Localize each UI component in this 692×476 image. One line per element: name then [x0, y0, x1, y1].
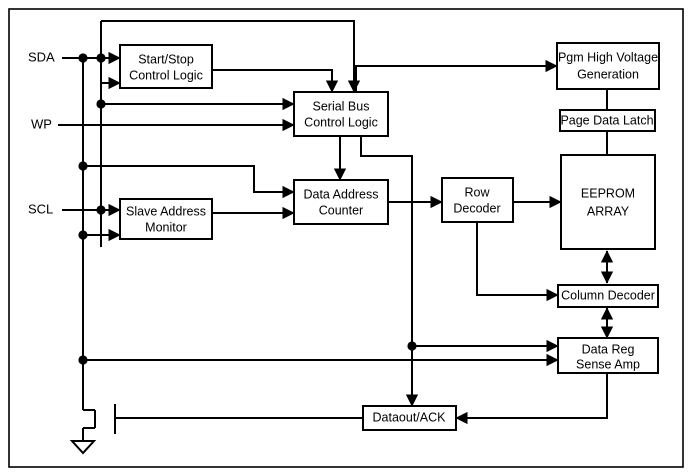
- block-label-line1: Data Address: [303, 187, 378, 201]
- block-page-data-latch[interactable]: Page Data Latch: [559, 109, 656, 132]
- block-label-line2: ARRAY: [587, 204, 630, 218]
- junction-dot: [78, 355, 88, 365]
- junction-dot: [96, 205, 106, 215]
- block-label-line1: Serial Bus: [313, 99, 370, 113]
- junction-dots: [78, 53, 417, 365]
- block-eeprom-array[interactable]: EEPROM ARRAY: [560, 154, 656, 250]
- diagram-border: [8, 8, 684, 468]
- junction-dot: [78, 230, 88, 240]
- pin-labels: SDA WP SCL: [28, 49, 55, 216]
- junction-dot: [78, 53, 88, 63]
- wire-sda-to-serial-bus-top: [101, 20, 361, 93]
- block-dataout-ack[interactable]: Dataout/ACK: [362, 405, 457, 431]
- block-label-line1: Pgm High Voltage: [558, 50, 658, 64]
- junction-dot: [96, 99, 106, 109]
- block-label-line1: Start/Stop: [138, 52, 194, 66]
- block-serial-bus-control-logic[interactable]: Serial Bus Control Logic: [293, 91, 389, 137]
- block-label-line1: Data Reg: [582, 342, 635, 356]
- block-label-line1: Dataout/ACK: [373, 410, 447, 424]
- block-row-decoder[interactable]: Row Decoder: [441, 177, 514, 223]
- block-data-address-counter[interactable]: Data Address Counter: [293, 179, 389, 225]
- wire-sda-to-data-address-counter: [83, 165, 295, 199]
- block-slave-address-monitor[interactable]: Slave Address Monitor: [119, 198, 213, 240]
- block-label-line1: Page Data Latch: [560, 113, 653, 127]
- block-label-line2: Control Logic: [304, 115, 378, 129]
- block-column-decoder[interactable]: Column Decoder: [557, 284, 659, 308]
- block-label-line2: Control Logic: [129, 68, 203, 82]
- junction-dot: [407, 341, 417, 351]
- pin-label-wp: WP: [31, 116, 52, 131]
- pin-label-sda: SDA: [28, 49, 55, 64]
- blocks-layer: Start/Stop Control Logic Serial Bus Cont…: [119, 42, 660, 431]
- ground-symbol: [69, 440, 97, 455]
- pin-label-scl: SCL: [28, 201, 53, 216]
- bus-serial-bus-down: [360, 136, 413, 346]
- block-label-line2: Decoder: [453, 201, 500, 215]
- junction-dot: [78, 161, 88, 171]
- block-label-line1: Slave Address: [126, 204, 206, 218]
- wire-start-stop-to-serial-bus: [212, 69, 339, 93]
- block-label-line2: Sense Amp: [576, 357, 640, 371]
- block-pgm-high-voltage-generation[interactable]: Pgm High Voltage Generation: [556, 42, 660, 90]
- wire-row-decoder-to-column-decoder: [476, 222, 559, 302]
- block-start-stop-control-logic[interactable]: Start/Stop Control Logic: [119, 44, 213, 89]
- block-label-line2: Counter: [319, 203, 363, 217]
- block-data-reg-sense-amp[interactable]: Data Reg Sense Amp: [557, 337, 659, 374]
- wire-serial-bus-to-pgm-high-voltage: [355, 59, 558, 92]
- block-label-line1: Row: [464, 185, 490, 199]
- junction-dot: [96, 53, 106, 63]
- block-label-line1: Column Decoder: [561, 288, 655, 302]
- block-label-line2: Monitor: [145, 220, 187, 234]
- block-label-line2: Generation: [577, 67, 639, 81]
- wire-data-reg-to-dataout-ack: [455, 373, 608, 425]
- block-label-line1: EEPROM: [581, 186, 635, 200]
